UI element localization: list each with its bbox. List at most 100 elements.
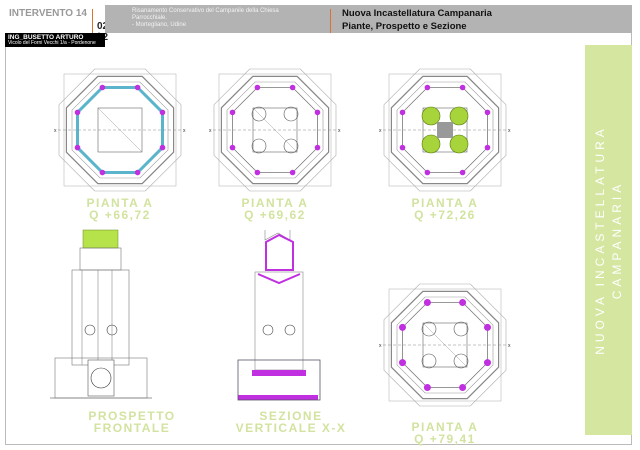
plan-outline xyxy=(213,68,337,192)
plan-outline xyxy=(383,283,507,407)
project-description: Risanamento Conservativo del Campanile d… xyxy=(132,8,302,29)
pillar xyxy=(254,84,261,91)
section-marker: x xyxy=(379,128,382,134)
pillar xyxy=(229,144,236,151)
plan-outline xyxy=(226,81,324,179)
bell-frame xyxy=(252,107,298,153)
bell xyxy=(106,324,118,336)
project-line: Risanamento Conservativo del Campanile d… xyxy=(132,8,279,14)
pillar xyxy=(423,299,431,307)
label-line: SEZIONE xyxy=(259,409,323,423)
plan-outline xyxy=(396,81,494,179)
magenta-structure xyxy=(238,395,318,400)
pillar xyxy=(459,383,467,391)
section-line xyxy=(254,271,304,371)
pillar xyxy=(399,323,407,331)
pillar xyxy=(459,299,467,307)
pillar xyxy=(399,109,406,116)
bell xyxy=(421,106,441,126)
bell xyxy=(449,134,469,154)
label-line: PIANTA A xyxy=(411,420,479,434)
sheet-title: Nuova Incastellatura Campanaria Piante, … xyxy=(342,7,492,33)
pillar xyxy=(399,144,406,151)
pillar xyxy=(314,144,321,151)
bell xyxy=(449,106,469,126)
label-line: VERTICALE X-X xyxy=(235,421,347,435)
pillar xyxy=(99,84,106,91)
pillar xyxy=(289,84,296,91)
bell xyxy=(421,321,437,337)
pillar xyxy=(424,169,431,176)
bell-frame xyxy=(97,107,143,153)
magenta-structure xyxy=(257,273,301,285)
bell-frame xyxy=(97,107,143,153)
pillar xyxy=(159,144,166,151)
bell-frame xyxy=(422,322,468,368)
project-line: Parrocchiale. xyxy=(132,15,168,21)
plan-outline xyxy=(58,68,182,192)
intervento-label: INTERVENTO 14 xyxy=(9,8,87,19)
bell-frame xyxy=(252,107,298,153)
label-line: Q +69,62 xyxy=(244,208,306,222)
section-marker: x xyxy=(508,343,511,349)
label-line: PROSPETTO xyxy=(88,409,176,423)
bell xyxy=(421,353,437,369)
label-line: Q +72,26 xyxy=(414,208,476,222)
pillar xyxy=(99,169,106,176)
pillar xyxy=(314,109,321,116)
project-line: - Mortegliano, Udine xyxy=(132,22,187,28)
plan-outline xyxy=(383,68,507,192)
bell-frame xyxy=(422,322,468,368)
pillar xyxy=(483,323,491,331)
author-block: ING_BUSETTO ARTURO Vicolo del Forni Vecc… xyxy=(5,33,105,47)
bell xyxy=(262,324,274,336)
bell xyxy=(84,324,96,336)
title-line: Nuova Incastellatura Campanaria xyxy=(342,8,492,19)
label-line: Q +66,72 xyxy=(89,208,151,222)
label-line: PIANTA A xyxy=(86,196,154,210)
pillar xyxy=(134,169,141,176)
label-line: FRONTALE xyxy=(93,421,171,435)
bell xyxy=(283,138,299,154)
elevation-line xyxy=(71,269,130,366)
pillar xyxy=(423,383,431,391)
pillar xyxy=(74,144,81,151)
section-marker: x xyxy=(508,128,511,134)
pillar xyxy=(134,84,141,91)
bell xyxy=(453,321,469,337)
section-base xyxy=(237,359,321,401)
author-address: Vicolo del Forni Vecchi 1/a - Pordenone xyxy=(8,40,96,46)
bell xyxy=(251,106,267,122)
pillar xyxy=(159,109,166,116)
elevation-line xyxy=(79,247,122,271)
section-marker: x xyxy=(183,128,186,134)
magenta-structure xyxy=(252,370,306,376)
label-line: Q +79,41 xyxy=(414,432,476,446)
plan-outline xyxy=(71,81,169,179)
pillar xyxy=(459,169,466,176)
author-name: ING_BUSETTO ARTURO xyxy=(8,34,84,41)
bell xyxy=(251,138,267,154)
pillar xyxy=(399,359,407,367)
plan-outline xyxy=(65,75,175,185)
divider xyxy=(92,9,93,33)
roof-lantern xyxy=(82,229,119,249)
pillar xyxy=(289,169,296,176)
bell xyxy=(284,324,296,336)
plan-outline xyxy=(396,296,494,394)
magenta-structure xyxy=(265,233,294,271)
pillar xyxy=(424,84,431,91)
label-line: PIANTA A xyxy=(411,196,479,210)
plan-outline xyxy=(390,75,500,185)
clock-icon xyxy=(90,367,112,389)
pillar xyxy=(229,109,236,116)
bell xyxy=(283,106,299,122)
bell-frame xyxy=(437,122,453,138)
section-line xyxy=(264,230,291,241)
